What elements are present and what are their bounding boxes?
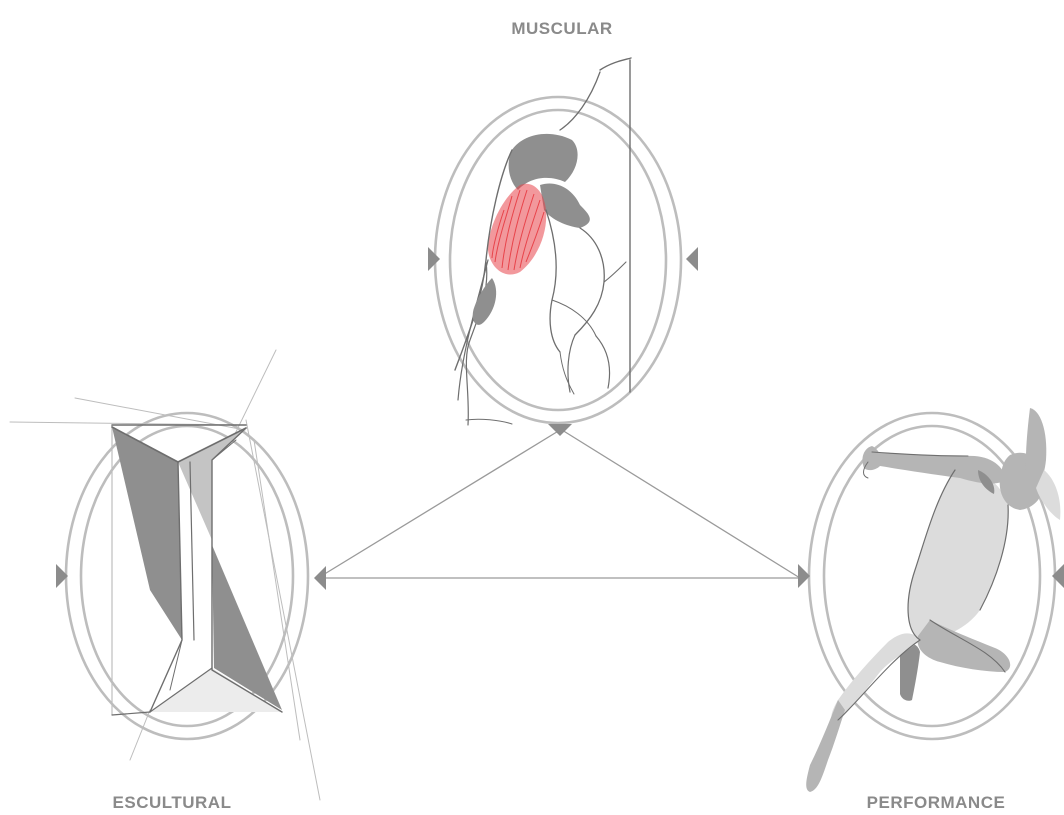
node-escultural [10, 350, 326, 800]
label-muscular: MUSCULAR [511, 19, 612, 38]
connector-muscular-escultural [318, 430, 560, 578]
label-performance: PERFORMANCE [867, 793, 1006, 812]
node-performance [798, 408, 1064, 792]
sprinter-torso [908, 470, 1008, 640]
shoulder-muscle-sketch [455, 58, 631, 425]
sprinter-front-leg [917, 620, 1010, 672]
connector-muscular-performance [562, 430, 800, 578]
connector-lines [318, 430, 800, 578]
arm-underside-shade [473, 278, 496, 325]
shoulder-back-shade [540, 184, 590, 228]
muscular-right-arrow-icon [686, 247, 698, 271]
label-escultural: ESCULTURAL [113, 793, 232, 812]
sprinter-figure-sketch [806, 408, 1060, 792]
escultural-right-arrow-icon [314, 566, 326, 590]
node-muscular [428, 58, 698, 436]
shoulder-cap-shade [509, 134, 578, 190]
